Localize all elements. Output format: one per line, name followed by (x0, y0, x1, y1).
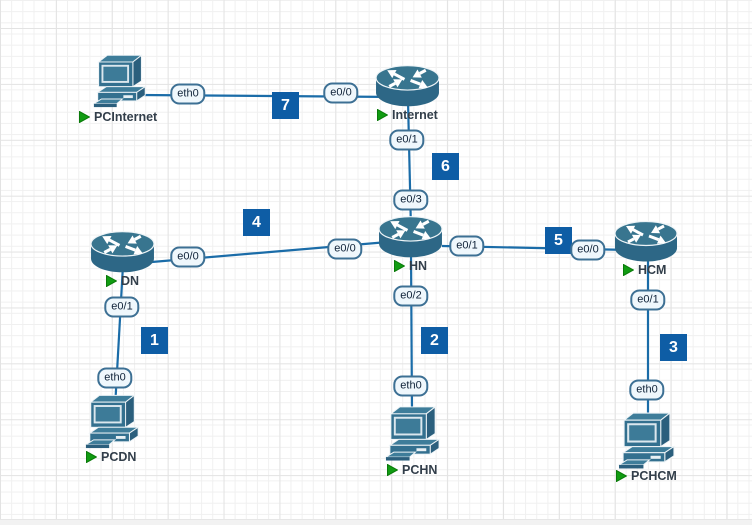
pc-node-pchcm[interactable] (617, 411, 678, 469)
node-label-pchcm[interactable]: PCHCM (616, 469, 677, 483)
interface-label-pill-hn-pchn-0[interactable]: e0/2 (393, 285, 429, 307)
interface-label-pill-dn-pcdn-0[interactable]: e0/1 (104, 296, 140, 318)
router-node-hcm[interactable] (613, 218, 679, 265)
status-running-icon (86, 451, 97, 463)
link-number-badge-pcinternet-internet[interactable]: 7 (272, 92, 299, 119)
node-label-text: PCHCM (631, 469, 677, 483)
link-number-badge-dn-pcdn[interactable]: 1 (141, 327, 168, 354)
link-number-badge-hn-pchn[interactable]: 2 (421, 327, 448, 354)
node-label-pcinternet[interactable]: PCInternet (79, 110, 157, 124)
status-running-icon (394, 260, 405, 272)
node-label-pcdn[interactable]: PCDN (86, 450, 136, 464)
interface-label-pill-hcm-pchcm-1[interactable]: eth0 (629, 379, 665, 401)
node-label-text: PCInternet (94, 110, 158, 124)
interface-label-pill-hn-hcm-1[interactable]: e0/0 (570, 239, 606, 261)
pc-node-pcinternet[interactable] (92, 53, 149, 108)
node-label-dn[interactable]: DN (106, 274, 139, 288)
interface-label-pill-hn-pchn-1[interactable]: eth0 (393, 375, 429, 397)
status-running-icon (106, 275, 117, 287)
status-running-icon (616, 470, 627, 482)
node-label-text: PCHN (402, 463, 438, 477)
interface-label-pill-pcinternet-internet-0[interactable]: eth0 (170, 83, 206, 105)
link-number-badge-hn-hcm[interactable]: 5 (545, 227, 572, 254)
router-node-hn[interactable] (377, 214, 444, 260)
node-label-hcm[interactable]: HCM (623, 263, 666, 277)
interface-label-pill-hn-hcm-0[interactable]: e0/1 (449, 235, 485, 257)
router-icon (375, 65, 440, 107)
node-label-text: HCM (638, 263, 667, 277)
horizontal-scrollbar[interactable] (0, 519, 752, 525)
pc-node-pcdn[interactable] (84, 393, 142, 449)
router-node-internet[interactable] (374, 63, 441, 109)
pc-icon (84, 394, 140, 449)
node-label-internet[interactable]: Internet (377, 108, 438, 122)
status-running-icon (79, 111, 90, 123)
status-running-icon (387, 464, 398, 476)
router-icon (90, 231, 155, 273)
router-icon (614, 220, 678, 262)
pc-icon (92, 54, 147, 108)
node-label-text: PCDN (101, 450, 137, 464)
node-label-text: DN (121, 274, 140, 288)
node-label-pchn[interactable]: PCHN (387, 463, 437, 477)
status-running-icon (623, 264, 634, 276)
pc-icon (384, 405, 441, 461)
status-running-icon (377, 109, 388, 121)
router-node-dn[interactable] (89, 229, 156, 275)
node-label-hn[interactable]: HN (394, 259, 427, 273)
link-number-badge-hcm-pchcm[interactable]: 3 (660, 334, 687, 361)
link-number-badge-dn-hn[interactable]: 4 (243, 209, 270, 236)
link-number-badge-internet-hn[interactable]: 6 (432, 153, 459, 180)
interface-label-pill-internet-hn-0[interactable]: e0/1 (389, 129, 425, 151)
interface-label-pill-pcinternet-internet-1[interactable]: e0/0 (323, 82, 359, 104)
interface-label-pill-hcm-pchcm-0[interactable]: e0/1 (630, 289, 666, 311)
interface-label-pill-internet-hn-1[interactable]: e0/3 (393, 189, 429, 211)
node-label-text: Internet (392, 108, 438, 122)
node-label-text: HN (409, 259, 428, 273)
interface-label-pill-dn-hn-1[interactable]: e0/0 (327, 238, 363, 260)
interface-label-pill-dn-pcdn-1[interactable]: eth0 (97, 367, 133, 389)
pc-icon (617, 412, 676, 469)
router-icon (378, 216, 443, 258)
pc-node-pchn[interactable] (384, 404, 443, 462)
interface-label-pill-dn-hn-0[interactable]: e0/0 (170, 246, 206, 268)
